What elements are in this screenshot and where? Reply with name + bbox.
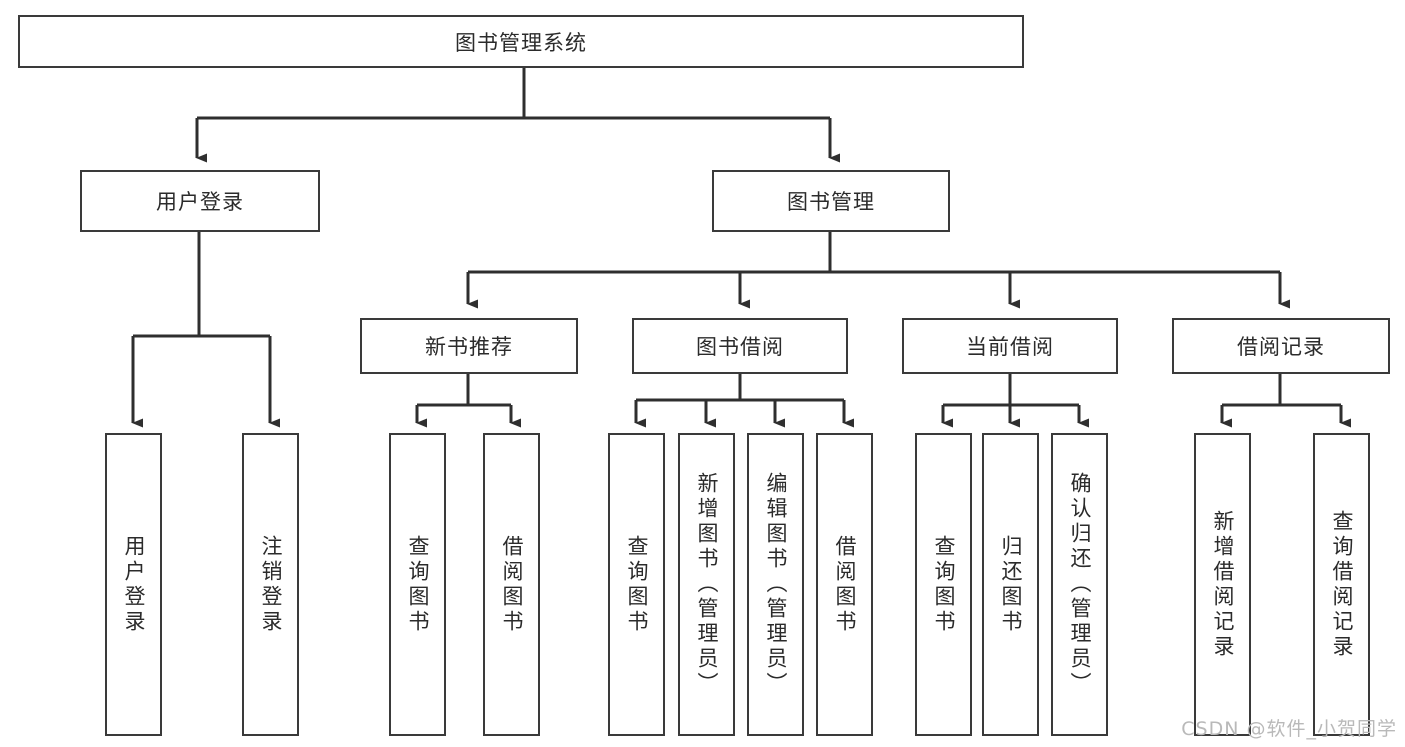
- node-leaf-query-book-2[interactable]: 查询图书: [608, 433, 665, 736]
- node-leaf-edit-book-label: 编辑图书（管理员）: [764, 472, 788, 697]
- node-leaf-query-book-1-label: 查询图书: [406, 534, 430, 635]
- node-user-login[interactable]: 用户登录: [80, 170, 320, 232]
- node-leaf-confirm-return[interactable]: 确认归还（管理员）: [1051, 433, 1108, 736]
- node-new-book-recommend[interactable]: 新书推荐: [360, 318, 578, 374]
- node-leaf-borrow-book-1[interactable]: 借阅图书: [483, 433, 540, 736]
- node-leaf-add-record-label: 新增借阅记录: [1211, 509, 1235, 660]
- node-root-label: 图书管理系统: [455, 30, 587, 55]
- node-leaf-borrow-book-2[interactable]: 借阅图书: [816, 433, 873, 736]
- node-book-manage[interactable]: 图书管理: [712, 170, 950, 232]
- node-leaf-query-book-3[interactable]: 查询图书: [915, 433, 972, 736]
- node-leaf-edit-book[interactable]: 编辑图书（管理员）: [747, 433, 804, 736]
- node-leaf-borrow-book-1-label: 借阅图书: [500, 534, 524, 635]
- node-leaf-add-record[interactable]: 新增借阅记录: [1194, 433, 1251, 736]
- node-book-borrow-label: 图书借阅: [696, 335, 784, 359]
- node-leaf-add-book-label: 新增图书（管理员）: [695, 472, 719, 697]
- node-leaf-add-book[interactable]: 新增图书（管理员）: [678, 433, 735, 736]
- node-borrow-record-label: 借阅记录: [1237, 335, 1325, 359]
- node-book-manage-label: 图书管理: [787, 190, 875, 214]
- node-leaf-logout[interactable]: 注销登录: [242, 433, 299, 736]
- node-leaf-confirm-return-label: 确认归还（管理员）: [1068, 472, 1092, 697]
- node-new-book-recommend-label: 新书推荐: [425, 335, 513, 359]
- node-leaf-return-book[interactable]: 归还图书: [982, 433, 1039, 736]
- node-leaf-query-record-label: 查询借阅记录: [1330, 509, 1354, 660]
- csdn-watermark: CSDN @软件_小贺同学: [1181, 718, 1397, 740]
- node-current-borrow-label: 当前借阅: [966, 335, 1054, 359]
- node-leaf-borrow-book-2-label: 借阅图书: [833, 534, 857, 635]
- node-leaf-user-login[interactable]: 用户登录: [105, 433, 162, 736]
- node-leaf-user-login-label: 用户登录: [122, 534, 146, 635]
- node-borrow-record[interactable]: 借阅记录: [1172, 318, 1390, 374]
- node-leaf-query-book-2-label: 查询图书: [625, 534, 649, 635]
- node-leaf-query-record[interactable]: 查询借阅记录: [1313, 433, 1370, 736]
- node-current-borrow[interactable]: 当前借阅: [902, 318, 1118, 374]
- node-leaf-query-book-1[interactable]: 查询图书: [389, 433, 446, 736]
- node-book-borrow[interactable]: 图书借阅: [632, 318, 848, 374]
- node-leaf-query-book-3-label: 查询图书: [932, 534, 956, 635]
- node-leaf-return-book-label: 归还图书: [999, 534, 1023, 635]
- node-user-login-label: 用户登录: [156, 190, 244, 214]
- node-root[interactable]: 图书管理系统: [18, 15, 1024, 68]
- node-leaf-logout-label: 注销登录: [259, 534, 283, 635]
